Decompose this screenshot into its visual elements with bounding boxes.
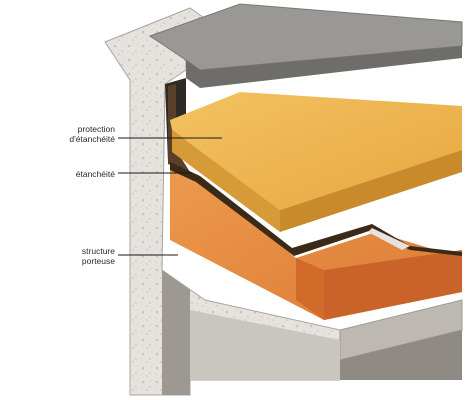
label-structure-line2: porteuse	[81, 256, 115, 266]
label-protection-etancheite: protection d'étanchéité	[69, 124, 115, 144]
label-protection-line1: protection	[77, 124, 115, 134]
protection-slab-front	[172, 130, 280, 232]
orange-layer-front	[296, 258, 324, 320]
label-etancheite-text: étanchéité	[75, 169, 115, 179]
protection-slab-top	[170, 92, 462, 210]
label-etancheite: étanchéité	[76, 169, 115, 179]
ceiling-slab-face	[340, 330, 462, 380]
label-structure-porteuse: structure porteuse	[82, 246, 115, 266]
parapet-cap-face	[186, 46, 462, 88]
orange-layer-front-right	[324, 250, 462, 320]
interior-shadow	[162, 270, 190, 395]
ceiling-underside	[190, 310, 340, 380]
label-protection-line2: d'étanchéité	[69, 134, 115, 144]
protection-slab-front-right	[280, 150, 462, 232]
membrane-edge-detail	[368, 228, 410, 250]
label-structure-line1: structure	[81, 246, 115, 256]
